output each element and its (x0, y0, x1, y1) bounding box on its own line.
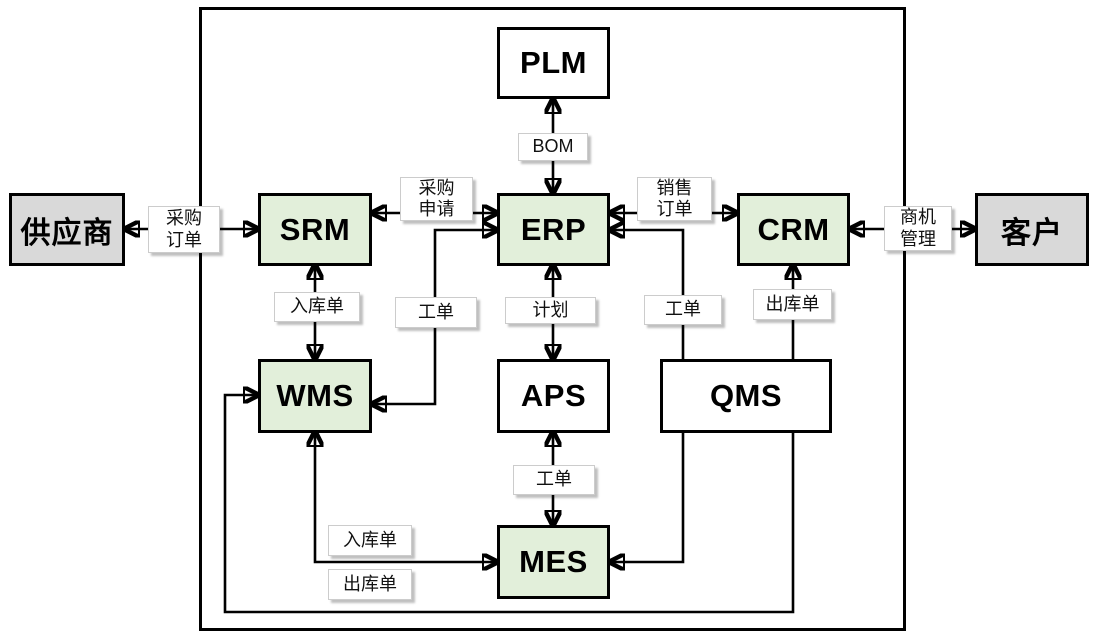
node-crm: CRM (737, 193, 850, 266)
system-boundary-frame (199, 7, 906, 631)
edge-label-work-order-erp-wms: 工单 (395, 297, 477, 328)
edge-label-sales-order: 销售 订单 (637, 177, 712, 221)
edge-label-opportunity-mgmt: 商机 管理 (884, 206, 952, 251)
node-wms: WMS (258, 359, 372, 433)
edge-label-work-order-aps-mes: 工单 (513, 465, 595, 495)
edge-label-inbound-wms-mes: 入库单 (328, 525, 412, 556)
edge-label-outbound-wms-mes: 出库单 (328, 569, 412, 600)
node-plm: PLM (497, 27, 610, 99)
edge-label-inbound-srm-wms: 入库单 (274, 292, 360, 322)
edge-label-purchase-order: 采购 订单 (148, 206, 220, 253)
node-aps: APS (497, 359, 610, 433)
node-qms: QMS (660, 359, 832, 433)
edge-label-outbound-crm: 出库单 (753, 289, 832, 320)
edge-crm-qms-wms (223, 265, 793, 614)
edge-label-bom: BOM (518, 133, 588, 161)
node-supplier: 供应商 (9, 193, 125, 266)
node-erp: ERP (497, 193, 610, 266)
node-mes: MES (497, 525, 610, 599)
edge-label-purchase-request: 采购 申请 (400, 177, 473, 221)
edge-wms-mes (315, 432, 497, 562)
node-srm: SRM (258, 193, 372, 266)
node-customer: 客户 (975, 193, 1089, 266)
edge-label-plan-erp-aps: 计划 (505, 297, 596, 324)
edge-label-work-order-erp-qms: 工单 (644, 295, 722, 325)
